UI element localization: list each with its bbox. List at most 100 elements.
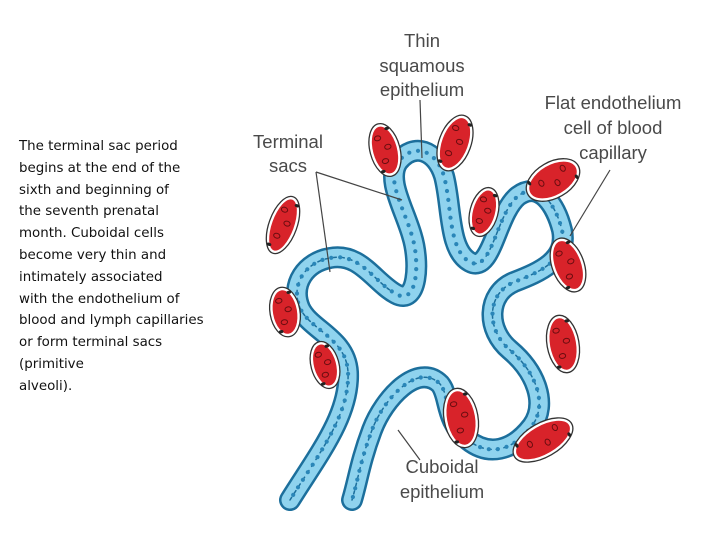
nucleus	[296, 282, 301, 287]
pointer-lines	[315, 99, 611, 461]
nucleus	[333, 423, 338, 428]
nucleus	[441, 386, 446, 392]
description-line: The terminal sac period	[19, 139, 178, 154]
pointer-terminal-sacs-2	[315, 171, 331, 273]
label-flat-endothelium: Flat endothelium cell of blood capillary	[545, 92, 682, 163]
nucleus	[535, 387, 540, 392]
nucleus	[364, 442, 369, 447]
nucleus	[444, 188, 450, 194]
nucleus	[524, 274, 529, 280]
capillary-cell	[368, 122, 402, 178]
nucleus	[338, 255, 343, 260]
nucleus	[378, 409, 383, 414]
label-line: epithelium	[400, 481, 484, 502]
nucleus	[522, 363, 527, 368]
nucleus	[531, 378, 537, 383]
nucleus	[355, 477, 360, 482]
nucleus	[324, 439, 329, 444]
nucleus	[500, 287, 505, 292]
description-line: become very thin and	[19, 247, 167, 263]
nucleus	[414, 267, 419, 272]
nucleus	[446, 197, 451, 202]
nucleus	[359, 460, 364, 465]
nucleus	[312, 261, 317, 266]
nucleus	[435, 379, 440, 384]
nucleus	[389, 289, 394, 294]
nucleus	[471, 261, 476, 266]
nucleus	[427, 375, 432, 380]
nucleus	[305, 267, 310, 272]
nucleus	[510, 350, 515, 355]
nucleus	[536, 395, 542, 400]
capillaries	[265, 114, 587, 463]
nucleus	[337, 346, 342, 351]
nucleus	[407, 150, 412, 155]
description-line: with the endothelium of	[19, 291, 180, 307]
nucleus	[403, 214, 408, 219]
capillary-cell	[549, 237, 587, 293]
nucleus	[325, 333, 330, 338]
nucleus	[532, 271, 537, 276]
pointer-thin-squamous	[419, 99, 423, 159]
capillary-cell	[309, 340, 341, 390]
label-line: squamous	[379, 55, 464, 76]
nucleus	[397, 293, 402, 298]
nucleus	[491, 302, 496, 307]
nucleus	[342, 354, 347, 359]
nucleus	[406, 223, 411, 228]
nucleus	[406, 292, 411, 297]
nucleus	[441, 171, 446, 176]
nucleus	[443, 180, 448, 185]
nucleus	[516, 356, 521, 361]
nucleus	[535, 413, 540, 418]
description-line: alveoli).	[19, 378, 73, 394]
nucleus	[537, 404, 542, 409]
label-line: capillary	[579, 142, 648, 163]
description-line: month. Cuboidal cells	[19, 226, 164, 242]
nucleus	[499, 218, 504, 223]
nucleus	[395, 388, 400, 393]
label-thin-squamous: Thin squamous epithelium	[379, 30, 464, 100]
nucleus	[350, 494, 355, 500]
nucleus	[370, 425, 375, 430]
label-cuboidal: Cuboidal epithelium	[400, 456, 484, 502]
nucleus	[557, 221, 563, 226]
capillary-cell	[525, 158, 581, 202]
nucleus	[493, 235, 498, 240]
nucleus	[329, 255, 334, 260]
nucleus	[495, 294, 500, 299]
nucleus	[357, 468, 362, 473]
nucleus	[300, 477, 305, 482]
nucleus	[550, 204, 555, 209]
nucleus	[554, 212, 559, 217]
capillary-cell	[468, 186, 500, 238]
nucleus	[413, 249, 418, 254]
nucleus	[489, 243, 494, 248]
nucleus	[449, 224, 454, 229]
nucleus	[295, 485, 301, 490]
nucleus	[400, 206, 405, 211]
label-line: epithelium	[380, 79, 464, 100]
label-line: cell of blood	[564, 117, 663, 138]
nucleus	[392, 180, 397, 185]
nucleus	[339, 407, 345, 412]
nucleus	[521, 190, 526, 195]
nucleus	[331, 339, 336, 344]
nucleus	[451, 233, 456, 238]
description-line: begins at the end of the	[19, 160, 181, 176]
nucleus	[431, 156, 436, 161]
nucleus	[560, 229, 565, 234]
nucleus	[463, 257, 468, 262]
nucleus	[448, 215, 453, 220]
capillary-cell	[436, 114, 474, 172]
label-line: Cuboidal	[405, 456, 478, 477]
nucleus	[291, 492, 296, 497]
capillary-cell	[268, 286, 302, 338]
nucleus	[414, 258, 419, 263]
nucleus	[507, 281, 513, 287]
nucleus	[367, 434, 372, 439]
description-line: intimately associated	[19, 269, 163, 285]
description-line: sixth and beginning of	[19, 182, 169, 198]
nucleus	[516, 278, 521, 283]
